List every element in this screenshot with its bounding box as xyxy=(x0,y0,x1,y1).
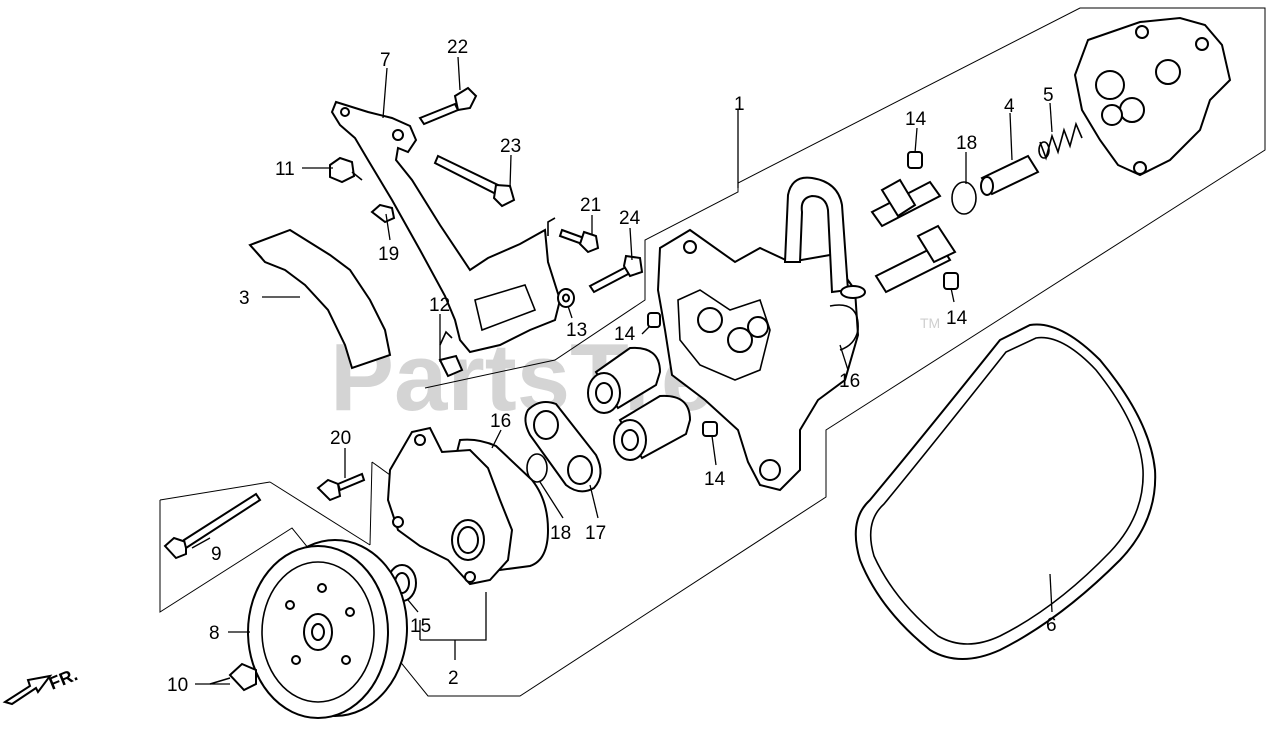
front-direction-arrow xyxy=(2,674,53,706)
direction-label: FR. xyxy=(46,664,80,693)
callout-22: 22 xyxy=(447,37,468,58)
callout-9: 9 xyxy=(211,544,222,565)
callout-12: 12 xyxy=(429,295,450,316)
callout-14-c: 14 xyxy=(905,109,927,130)
callout-6: 6 xyxy=(1046,615,1057,636)
heat-shield-part xyxy=(248,228,392,370)
callout-4: 4 xyxy=(1004,96,1015,117)
callout-18-b: 18 xyxy=(956,133,977,154)
callout-16-a: 16 xyxy=(490,411,511,432)
gear-shafts-part xyxy=(870,178,957,294)
callout-18-a: 18 xyxy=(550,523,571,544)
callout-14-a: 14 xyxy=(614,324,636,345)
callout-19: 19 xyxy=(378,244,399,265)
callout-14-d: 14 xyxy=(946,308,968,329)
callout-21: 21 xyxy=(580,195,601,216)
bolt-20-part xyxy=(316,472,366,502)
callout-14-b: 14 xyxy=(704,469,726,490)
relief-valve-part xyxy=(980,154,1040,196)
gasket-16-upper-part xyxy=(829,304,859,351)
callout-17: 17 xyxy=(585,523,606,544)
callout-labels: 1 2 3 4 5 6 7 8 9 10 11 12 13 14 14 14 1… xyxy=(167,37,1057,696)
rotor-cylinders-part xyxy=(587,346,692,461)
callout-10: 10 xyxy=(167,675,188,696)
callout-7: 7 xyxy=(380,50,391,71)
washer-13-part xyxy=(557,288,575,308)
upper-pump-cover-part xyxy=(1073,16,1232,177)
callout-11: 11 xyxy=(275,159,295,180)
callout-23: 23 xyxy=(500,136,521,157)
callout-2: 2 xyxy=(448,668,459,689)
dowel-pins-part xyxy=(647,151,959,437)
bolt-9-part xyxy=(163,492,262,560)
o-ring-18-upper-part xyxy=(951,181,977,215)
pump-body-part xyxy=(656,176,866,492)
callout-16-b: 16 xyxy=(839,371,860,392)
callout-1: 1 xyxy=(734,94,745,115)
o-ring-18-lower-part xyxy=(526,453,548,483)
seal-plate-part xyxy=(524,401,602,493)
callout-3: 3 xyxy=(239,288,250,309)
spring-part xyxy=(1038,121,1083,161)
lower-pump-housing-part xyxy=(386,426,514,586)
pulley-part xyxy=(247,539,408,719)
bolt-19-part xyxy=(370,203,396,224)
callout-15: 15 xyxy=(410,616,431,637)
trademark: TM xyxy=(920,315,940,331)
clip-part xyxy=(438,330,464,378)
callout-24: 24 xyxy=(619,208,641,229)
bolt-10-part xyxy=(209,662,257,692)
stud-24-part xyxy=(588,254,644,294)
callout-20: 20 xyxy=(330,428,351,449)
nut-part xyxy=(329,156,363,184)
bolt-21-part xyxy=(558,228,600,254)
bolt-22-part xyxy=(418,86,478,126)
bracket-part xyxy=(330,100,562,354)
callout-8: 8 xyxy=(209,623,220,644)
bolt-23-part xyxy=(433,154,516,208)
leader-lines xyxy=(191,56,1053,685)
v-belt-part xyxy=(854,323,1157,660)
callout-5: 5 xyxy=(1043,85,1054,106)
callout-13: 13 xyxy=(566,320,587,341)
